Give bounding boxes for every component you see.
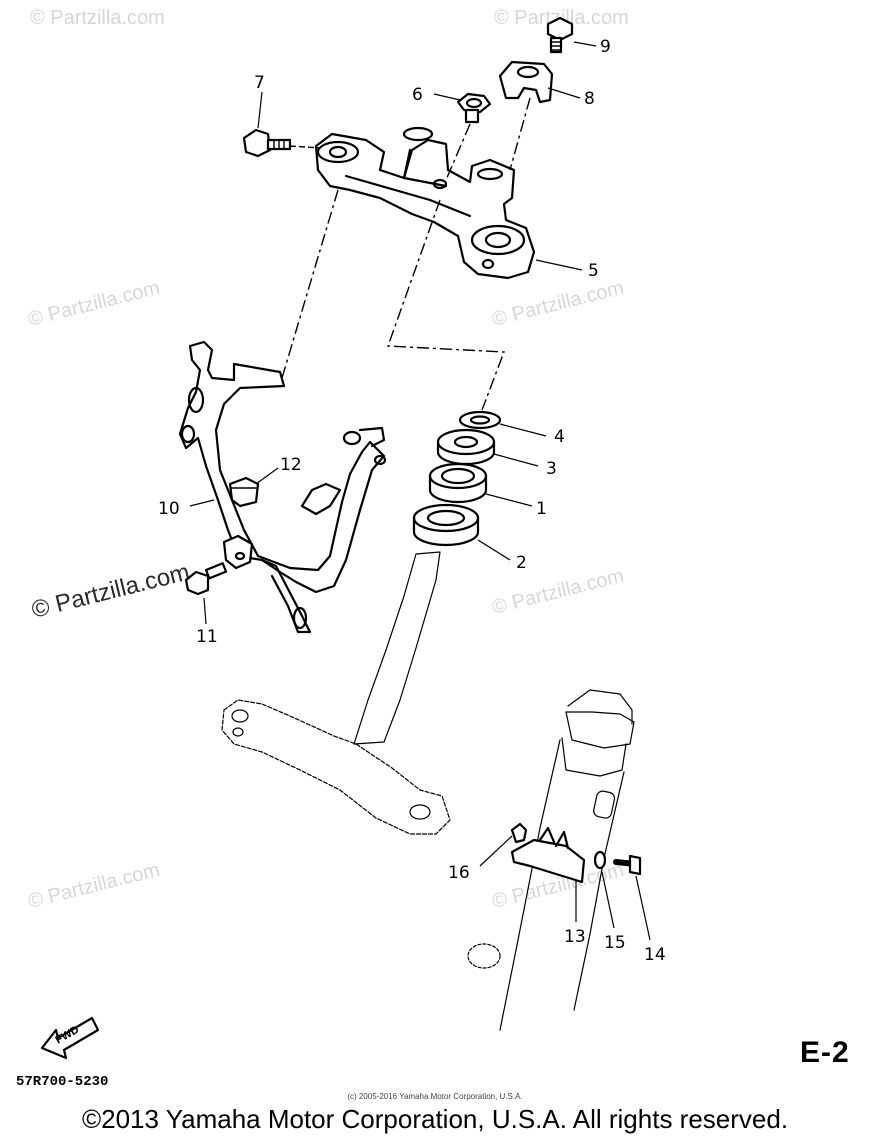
watermark: © Partzilla.com	[26, 859, 162, 913]
part-9-bolt	[546, 16, 574, 54]
watermark-bold: © Partzilla.com	[29, 559, 192, 624]
callout-4: 4	[554, 427, 565, 447]
callout-16: 16	[448, 863, 470, 883]
part-10-stay	[178, 340, 387, 634]
steering-stem	[221, 551, 451, 835]
part-16-nut	[510, 822, 528, 844]
assembly-lines	[281, 97, 531, 411]
part-2-bearing	[412, 503, 480, 547]
watermark: © Partzilla.com	[490, 277, 626, 331]
fwd-arrow-icon	[40, 1016, 100, 1060]
watermark: © Partzilla.com	[490, 565, 626, 619]
part-12-damper	[228, 476, 260, 508]
callout-11: 11	[196, 627, 218, 647]
front-fork-tube	[467, 689, 635, 1031]
part-13-cable-guide	[510, 826, 586, 884]
callout-3: 3	[546, 459, 557, 479]
callout-15: 15	[604, 933, 626, 953]
footer-copyright: ©2013 Yamaha Motor Corporation, U.S.A. A…	[81, 1104, 789, 1134]
callout-14: 14	[644, 945, 666, 965]
callout-2: 2	[516, 553, 527, 573]
callout-7: 7	[254, 73, 265, 93]
part-3-bearing-cover	[436, 428, 496, 466]
watermark: © Partzilla.com	[30, 7, 165, 29]
part-8-upper-holder	[498, 60, 554, 104]
callout-5: 5	[588, 261, 599, 281]
callout-9: 9	[600, 37, 611, 57]
part-5-upper-bracket	[314, 126, 536, 280]
part-11-bolt	[184, 534, 254, 596]
leader-lines	[189, 41, 651, 941]
callout-6: 6	[412, 85, 423, 105]
diagram-part-number: 57R700-5230	[16, 1074, 109, 1090]
callout-10: 10	[158, 499, 180, 519]
section-code: E-2	[800, 1036, 850, 1069]
part-6-nut	[456, 92, 492, 124]
part-4-ring-nut	[458, 410, 502, 430]
watermark: © Partzilla.com	[26, 277, 162, 331]
callout-8: 8	[584, 89, 595, 109]
part-7-bolt	[242, 128, 292, 158]
callout-12: 12	[280, 455, 302, 475]
callout-1: 1	[536, 499, 547, 519]
small-copyright: (c) 2005-2016 Yamaha Motor Corporation, …	[347, 1092, 523, 1101]
callouts: 9 8 6 7 5 4 3 1 2 12 10 11 16 13 15 14	[158, 37, 666, 965]
part-15-washer	[593, 850, 607, 870]
part-1-bearing	[428, 462, 488, 504]
callout-13: 13	[564, 927, 586, 947]
part-14-bolt	[613, 854, 642, 876]
